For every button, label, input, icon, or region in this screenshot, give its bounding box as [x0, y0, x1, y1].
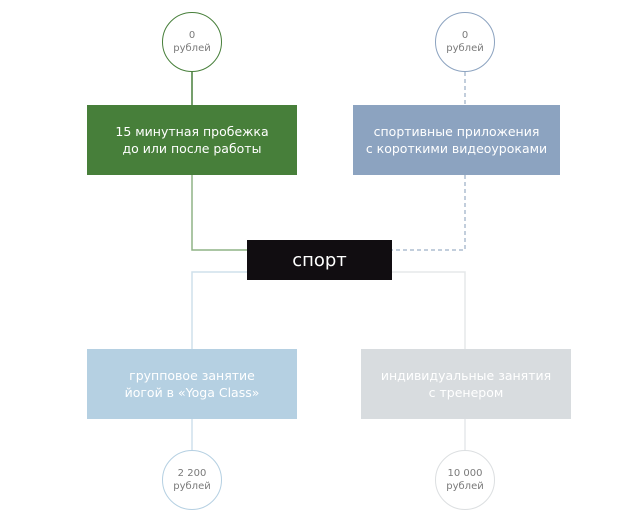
price-currency: рублей [446, 481, 484, 492]
price-currency: рублей [173, 481, 211, 492]
connector-trainer-center [392, 271, 466, 349]
node-trainer: индивидуальные занятия с тренером [361, 349, 571, 419]
price-currency: рублей [446, 43, 484, 54]
node-apps: спортивные приложения с короткими видеоу… [353, 105, 560, 175]
price-amount: 0 [461, 30, 469, 41]
connector-run-center [191, 175, 247, 251]
center-label: спорт [292, 249, 347, 271]
price-circle-trainer: 10 000 рублей [435, 450, 495, 510]
node-text-line1: индивидуальные занятия [380, 368, 552, 383]
node-yoga: групповое занятие йогой в «Yoga Class» [87, 349, 297, 419]
price-circle-run: 0 рублей [162, 12, 222, 72]
node-run: 15 минутная пробежка до или после работы [87, 105, 297, 175]
connector-apps-center [392, 175, 466, 251]
center-node-sport: спорт [247, 240, 392, 280]
price-currency: рублей [173, 43, 211, 54]
node-text-line2: до или после работы [122, 141, 262, 156]
node-text-line1: групповое занятие [129, 368, 255, 383]
price-circle-apps: 0 рублей [435, 12, 495, 72]
node-text-line2: с тренером [428, 385, 504, 400]
node-text-line2: с короткими видеоуроками [365, 141, 548, 156]
connector-yoga-center [191, 271, 247, 349]
price-circle-yoga: 2 200 рублей [162, 450, 222, 510]
node-text-line1: 15 минутная пробежка [115, 124, 269, 139]
price-amount: 10 000 [447, 468, 483, 479]
node-text-line2: йогой в «Yoga Class» [124, 385, 260, 400]
node-text-line1: спортивные приложения [373, 124, 540, 139]
price-amount: 2 200 [177, 468, 207, 479]
price-amount: 0 [188, 30, 196, 41]
